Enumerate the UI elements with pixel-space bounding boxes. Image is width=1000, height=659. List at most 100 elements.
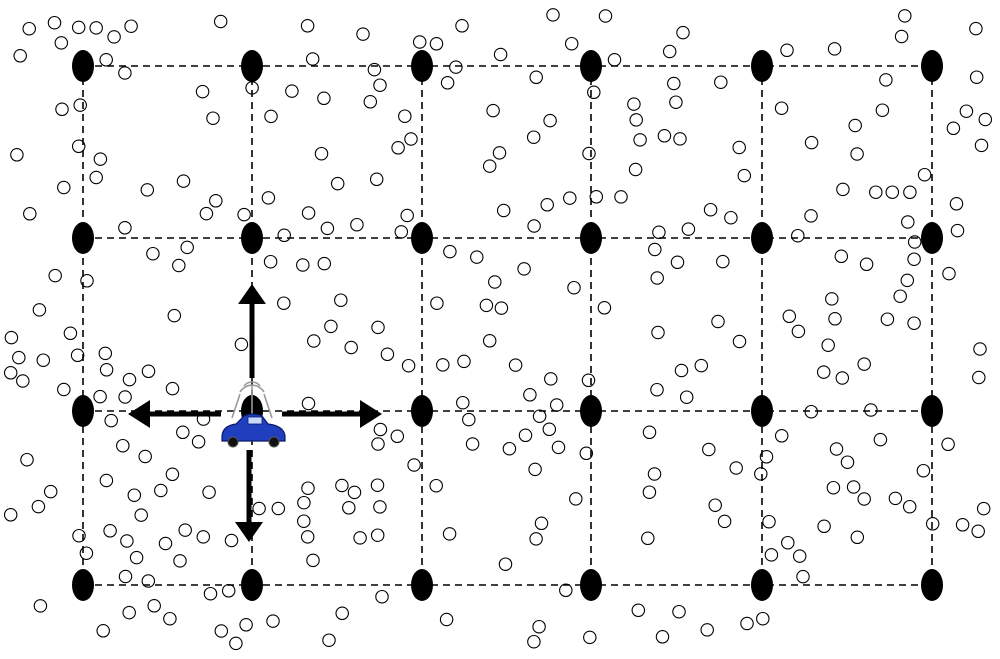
sensor-node <box>679 390 694 404</box>
sensor-node <box>237 207 251 222</box>
sensor-node <box>380 347 395 362</box>
sensor-node <box>72 528 86 543</box>
sensor-node <box>482 334 497 348</box>
sensor-node <box>103 524 117 538</box>
sensor-node <box>875 103 890 117</box>
sensor-node <box>673 132 687 146</box>
sensor-node <box>297 514 311 528</box>
sensor-node <box>532 619 546 634</box>
sensor-node <box>494 301 509 315</box>
sensor-node <box>827 42 842 56</box>
sensor-node <box>456 395 470 410</box>
sensor-node <box>116 438 130 453</box>
sensor-node <box>523 388 537 402</box>
sensor-node <box>324 319 338 334</box>
grid-node <box>72 222 94 254</box>
sensor-node <box>300 530 315 544</box>
sensor-node <box>627 97 641 111</box>
sensor-node <box>79 546 94 560</box>
sensor-node <box>439 612 454 627</box>
sensor-node <box>648 242 662 257</box>
sensor-node <box>972 370 986 385</box>
sensor-node <box>804 209 818 223</box>
grid-lines <box>82 65 933 586</box>
sensor-node <box>973 342 987 356</box>
sensor-node <box>120 534 134 548</box>
sensor-node <box>791 324 806 339</box>
sensor-node <box>969 70 984 84</box>
grid-node <box>751 395 773 427</box>
sensor-node <box>440 76 455 90</box>
grid-node <box>241 50 263 82</box>
sensor-node <box>569 492 583 506</box>
sensor-node <box>214 624 229 638</box>
sensor-node <box>974 138 989 153</box>
grid-node <box>411 395 433 427</box>
sensor-node <box>436 358 450 372</box>
sensor-node <box>443 244 457 259</box>
sensor-node <box>356 27 370 41</box>
sensor-node <box>670 255 685 270</box>
sensor-node <box>955 518 970 532</box>
sensor-node <box>492 146 507 160</box>
sensor-node <box>165 381 180 396</box>
sensor-node <box>229 636 243 651</box>
sensor-node <box>893 289 907 303</box>
sensor-node <box>172 258 186 273</box>
sensor-node <box>104 413 118 428</box>
sensor-node <box>631 603 646 618</box>
sensor-node <box>774 101 789 115</box>
sensor-node <box>264 109 278 124</box>
sensor-node <box>266 614 280 628</box>
sensor-node <box>642 425 657 440</box>
sensor-node <box>31 499 46 514</box>
sensor-node <box>141 364 156 379</box>
sensor-node <box>949 197 964 211</box>
sensor-node <box>369 172 384 187</box>
sensor-node <box>196 530 211 544</box>
sensor-node <box>642 485 657 499</box>
sensor-node <box>57 382 71 397</box>
sensor-node <box>857 357 871 371</box>
sensor-node <box>900 273 915 288</box>
sensor-node <box>534 516 549 531</box>
sensor-node <box>118 66 132 80</box>
sensor-node <box>724 210 738 225</box>
sensor-node <box>412 35 427 49</box>
sensor-node <box>375 589 389 604</box>
sensor-node <box>756 611 770 626</box>
sensor-node <box>672 604 686 619</box>
movement-arrows <box>128 284 382 542</box>
grid-node <box>72 50 94 82</box>
sensor-node <box>124 19 138 33</box>
sensor-node <box>880 312 895 326</box>
sensor-node <box>330 176 345 191</box>
sensor-node <box>404 132 418 146</box>
sensor-node-layer <box>3 8 993 651</box>
blue-car-icon <box>221 381 286 448</box>
sensor-node <box>969 21 983 36</box>
grid-node <box>751 569 773 601</box>
sensor-node <box>98 346 113 361</box>
sensor-node <box>277 296 291 310</box>
sensor-node <box>13 49 27 63</box>
sensor-node <box>549 398 564 412</box>
sensor-node <box>173 554 187 568</box>
sensor-node <box>36 353 51 367</box>
sensor-node <box>71 20 86 35</box>
sensor-node <box>496 203 511 218</box>
sensor-node <box>80 274 94 288</box>
sensor-node <box>846 480 861 494</box>
sensor-node <box>391 141 405 155</box>
sensor-node <box>122 372 137 387</box>
grid-node <box>411 50 433 82</box>
sensor-node <box>373 78 387 92</box>
sensor-node <box>597 301 612 315</box>
sensor-node <box>888 491 903 506</box>
sensor-node <box>821 338 835 352</box>
sensor-node <box>134 508 148 522</box>
sensor-node <box>178 523 192 537</box>
sensor-node <box>195 84 210 99</box>
sensor-node <box>579 446 594 461</box>
